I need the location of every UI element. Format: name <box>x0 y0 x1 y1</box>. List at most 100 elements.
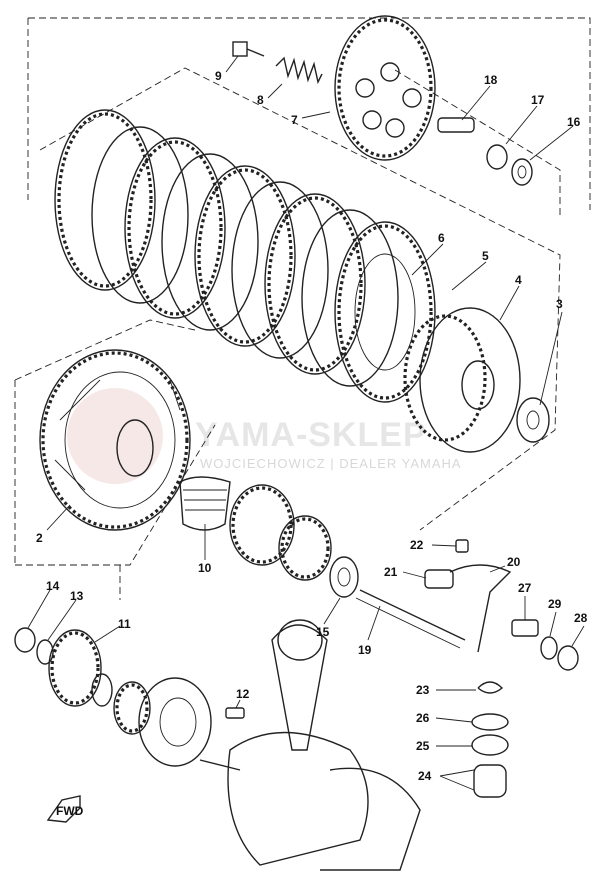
clutch-housing-center <box>116 419 154 477</box>
callout-28: 28 <box>574 611 588 625</box>
washer-13 <box>36 639 54 665</box>
bearing-25 <box>471 734 509 756</box>
nut <box>486 144 508 170</box>
steel-plate <box>91 126 189 304</box>
callout-29: 29 <box>548 597 562 611</box>
clutch-spring <box>275 56 323 85</box>
clutch-housing <box>39 349 191 531</box>
friction-plate <box>264 193 366 375</box>
boss <box>355 78 375 98</box>
leader-7 <box>301 111 331 119</box>
washer-hole <box>517 165 527 179</box>
leader-21 <box>402 571 427 579</box>
friction-plate <box>337 224 433 400</box>
boss <box>380 62 400 82</box>
callout-2: 2 <box>36 531 43 545</box>
push-rod <box>437 117 475 133</box>
top-frame <box>28 17 591 210</box>
nut-14 <box>14 627 36 653</box>
friction-plate <box>124 137 226 319</box>
callout-21: 21 <box>384 565 398 579</box>
hub-frame <box>14 319 196 381</box>
steel-plate <box>161 153 259 331</box>
friction-plate <box>197 168 293 344</box>
leader-22 <box>431 544 457 547</box>
callout-22: 22 <box>410 538 424 552</box>
leader-17 <box>505 105 538 145</box>
front-marker-label: FWD <box>56 804 84 818</box>
leader-12 <box>235 699 241 709</box>
callout-27: 27 <box>518 581 532 595</box>
boss <box>402 88 422 108</box>
leader-3 <box>539 311 563 406</box>
pressure-plate-teeth <box>337 18 433 158</box>
frames <box>14 17 591 600</box>
callout-6: 6 <box>438 231 445 245</box>
callout-4: 4 <box>515 273 522 287</box>
callout-13: 13 <box>70 589 84 603</box>
watermark: YAMA-SKLEP WOJCIECHOWICZ | DEALER YAMAHA <box>67 388 462 484</box>
leader-20 <box>489 565 506 573</box>
callout-23: 23 <box>416 683 430 697</box>
watermark-subtitle: WOJCIECHOWICZ | DEALER YAMAHA <box>200 456 462 471</box>
leader-28 <box>571 625 585 647</box>
bearing-24 <box>473 764 507 798</box>
callout-17: 17 <box>531 93 545 107</box>
friction-plate <box>267 196 363 372</box>
spacer-lines <box>183 489 227 511</box>
bolt-27 <box>511 619 539 637</box>
leader-9 <box>225 55 239 73</box>
friction-plate <box>57 112 153 288</box>
callout-3: 3 <box>556 297 563 311</box>
push-rod-assembly <box>437 117 533 186</box>
clutch-housing-slots <box>54 379 181 491</box>
friction-plate <box>54 109 156 291</box>
callout-19: 19 <box>358 643 372 657</box>
friction-plate <box>194 165 296 347</box>
crankshaft <box>199 619 421 871</box>
gear-teeth <box>280 517 330 579</box>
leader-16 <box>529 125 574 161</box>
leader-24b <box>439 775 475 791</box>
front-arrow <box>46 795 81 823</box>
clutch-boss-hub <box>461 360 495 410</box>
friction-plate <box>127 140 223 316</box>
front-marker: FWD <box>46 795 84 823</box>
kick-lever <box>449 564 512 653</box>
callout-15: 15 <box>316 625 330 639</box>
kick-lever-block <box>424 569 454 589</box>
clutch-boss <box>403 307 550 453</box>
washer-29 <box>540 636 558 660</box>
callout-9: 9 <box>215 69 222 83</box>
washer-15 <box>329 556 359 598</box>
spacer <box>179 476 231 531</box>
primary-gear <box>48 629 102 707</box>
pressure-plate <box>334 15 436 161</box>
leader-18 <box>461 85 491 121</box>
clutch-housing-gear <box>41 351 189 529</box>
leader-13 <box>47 599 77 641</box>
kick-shaft <box>359 589 466 641</box>
callout-20: 20 <box>507 555 521 569</box>
callout-8: 8 <box>257 93 264 107</box>
leader-lines <box>27 55 585 791</box>
steel-plate <box>301 209 399 387</box>
spring-23 <box>477 681 504 694</box>
steel-plate <box>231 181 329 359</box>
steel-plate-inner <box>354 253 416 371</box>
nut-28 <box>557 645 579 671</box>
clutch-housing-inner <box>64 371 176 509</box>
spacer-ring <box>91 673 113 707</box>
callout-labels: 2 3 4 5 6 7 8 9 10 11 12 13 14 15 16 17 … <box>36 69 588 783</box>
leader-4 <box>499 285 520 321</box>
leader-15 <box>323 597 341 625</box>
ring-26 <box>471 713 509 731</box>
bearing-inner <box>159 697 197 747</box>
bolt-head <box>232 41 248 57</box>
callout-16: 16 <box>567 115 581 129</box>
leader-14 <box>27 589 51 629</box>
friction-plate <box>334 221 436 403</box>
clutch-boss-splines <box>403 314 487 442</box>
leader-5 <box>451 261 487 291</box>
washer <box>511 158 533 186</box>
